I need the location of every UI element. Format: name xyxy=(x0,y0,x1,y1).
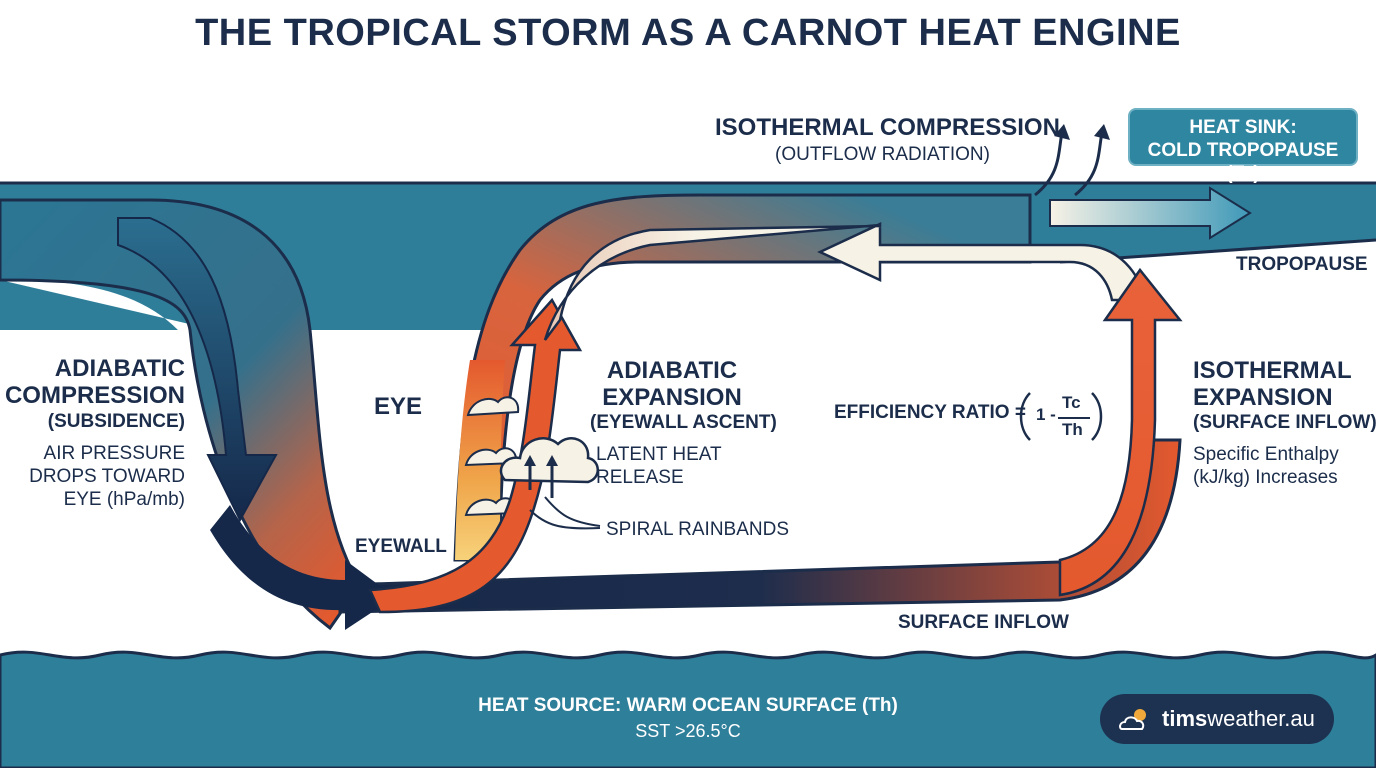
isothermal-compression-label: ISOTHERMAL COMPRESSION xyxy=(715,114,1060,141)
efficiency-close-paren xyxy=(1091,392,1103,441)
radiation-arrows xyxy=(1034,131,1104,197)
air-pressure-note: AIR PRESSURE DROPS TOWARD EYE (hPa/mb) xyxy=(0,442,185,511)
adiabatic-compression-title: ADIABATIC COMPRESSION xyxy=(0,355,185,409)
enthalpy-line1: Specific Enthalpy xyxy=(1193,444,1339,465)
brand-text: timsweather.au xyxy=(1162,706,1315,732)
heat-sink-box: HEAT SINK: COLD TROPOPAUSE (Tc) xyxy=(1128,108,1358,184)
subsidence-band xyxy=(0,198,362,631)
heat-sink-line1: HEAT SINK: xyxy=(1189,117,1297,138)
latent-heat-note: LATENT HEAT RELEASE xyxy=(596,443,722,489)
efficiency-one-minus: 1 - xyxy=(1036,405,1056,424)
heat-source-label: HEAT SOURCE: WARM OCEAN SURFACE (Th) xyxy=(478,695,898,716)
enthalpy-note: Specific Enthalpy (kJ/kg) Increases xyxy=(1193,443,1339,489)
descent-arrow-head xyxy=(210,505,395,630)
eyewall-band xyxy=(453,193,1032,562)
air-pressure-line1: AIR PRESSURE xyxy=(43,443,185,464)
sst-label: SST >26.5°C xyxy=(635,721,741,741)
ocean-surface xyxy=(0,650,1376,770)
subsidence-label: (SUBSIDENCE) xyxy=(47,411,185,432)
efficiency-open-paren xyxy=(1019,392,1031,441)
air-pressure-line2: DROPS TOWARD xyxy=(29,466,185,487)
radiation-arrow-head-1 xyxy=(1054,124,1070,140)
adiabatic-compression-line1: ADIABATIC xyxy=(54,355,185,382)
isothermal-expansion-title: ISOTHERMAL EXPANSION xyxy=(1193,357,1352,411)
adiabatic-expansion-line1: ADIABATIC xyxy=(606,357,738,384)
outflow-right-arrow xyxy=(1049,186,1252,240)
tropopause-label: TROPOPAUSE xyxy=(1236,254,1368,275)
brand-bold: tims xyxy=(1162,706,1208,731)
adiabatic-compression-line2: COMPRESSION xyxy=(4,382,185,409)
updraft-arrow-icon xyxy=(528,462,554,498)
isothermal-expansion-arrow xyxy=(1058,267,1183,597)
latent-heat-line2: RELEASE xyxy=(596,467,684,488)
isothermal-expansion-line2: EXPANSION xyxy=(1193,384,1333,411)
radiation-arrow-head-2 xyxy=(1094,124,1110,140)
diagram-title: THE TROPICAL STORM AS A CARNOT HEAT ENGI… xyxy=(195,12,1181,54)
efficiency-denominator: Th xyxy=(1062,420,1083,439)
eye-label: EYE xyxy=(374,393,423,420)
efficiency-ratio-label: EFFICIENCY RATIO = xyxy=(834,402,1026,423)
cloud-icon xyxy=(464,396,520,517)
weather-logo-icon xyxy=(1119,709,1146,730)
heat-sink-line2: COLD TROPOPAUSE (Tc) xyxy=(1147,140,1339,184)
brand-badge[interactable]: timsweather.au xyxy=(1100,694,1334,744)
isothermal-expansion-line1: ISOTHERMAL xyxy=(1193,357,1352,384)
rainband-pointer-2 xyxy=(529,509,601,530)
outflow-radiation-label: (OUTFLOW RADIATION) xyxy=(775,144,990,165)
outflow-loop-arrow xyxy=(543,222,1147,341)
subsidence-arrow xyxy=(117,217,278,523)
enthalpy-line2: (kJ/kg) Increases xyxy=(1193,467,1338,488)
surface-inflow-label: SURFACE INFLOW xyxy=(898,612,1069,633)
adiabatic-expansion-title: ADIABATIC EXPANSION xyxy=(596,357,748,411)
spiral-rainbands-label: SPIRAL RAINBANDS xyxy=(606,519,790,540)
updraft-arrow-head-2 xyxy=(546,455,558,466)
brand-rest: weather.au xyxy=(1207,706,1315,731)
updraft-arrow-head-1 xyxy=(524,455,536,466)
surface-inflow-paren-label: (SURFACE INFLOW) xyxy=(1193,412,1376,433)
adiabatic-expansion-line2: EXPANSION xyxy=(602,384,742,411)
latent-heat-line1: LATENT HEAT xyxy=(596,444,722,465)
eyewall-ascent-label: (EYEWALL ASCENT) xyxy=(590,412,777,433)
efficiency-numerator: Tc xyxy=(1062,393,1081,412)
air-pressure-line3: EYE (hPa/mb) xyxy=(63,489,185,510)
rainband-pointer xyxy=(544,496,601,527)
eyewall-label: EYEWALL xyxy=(355,536,447,557)
